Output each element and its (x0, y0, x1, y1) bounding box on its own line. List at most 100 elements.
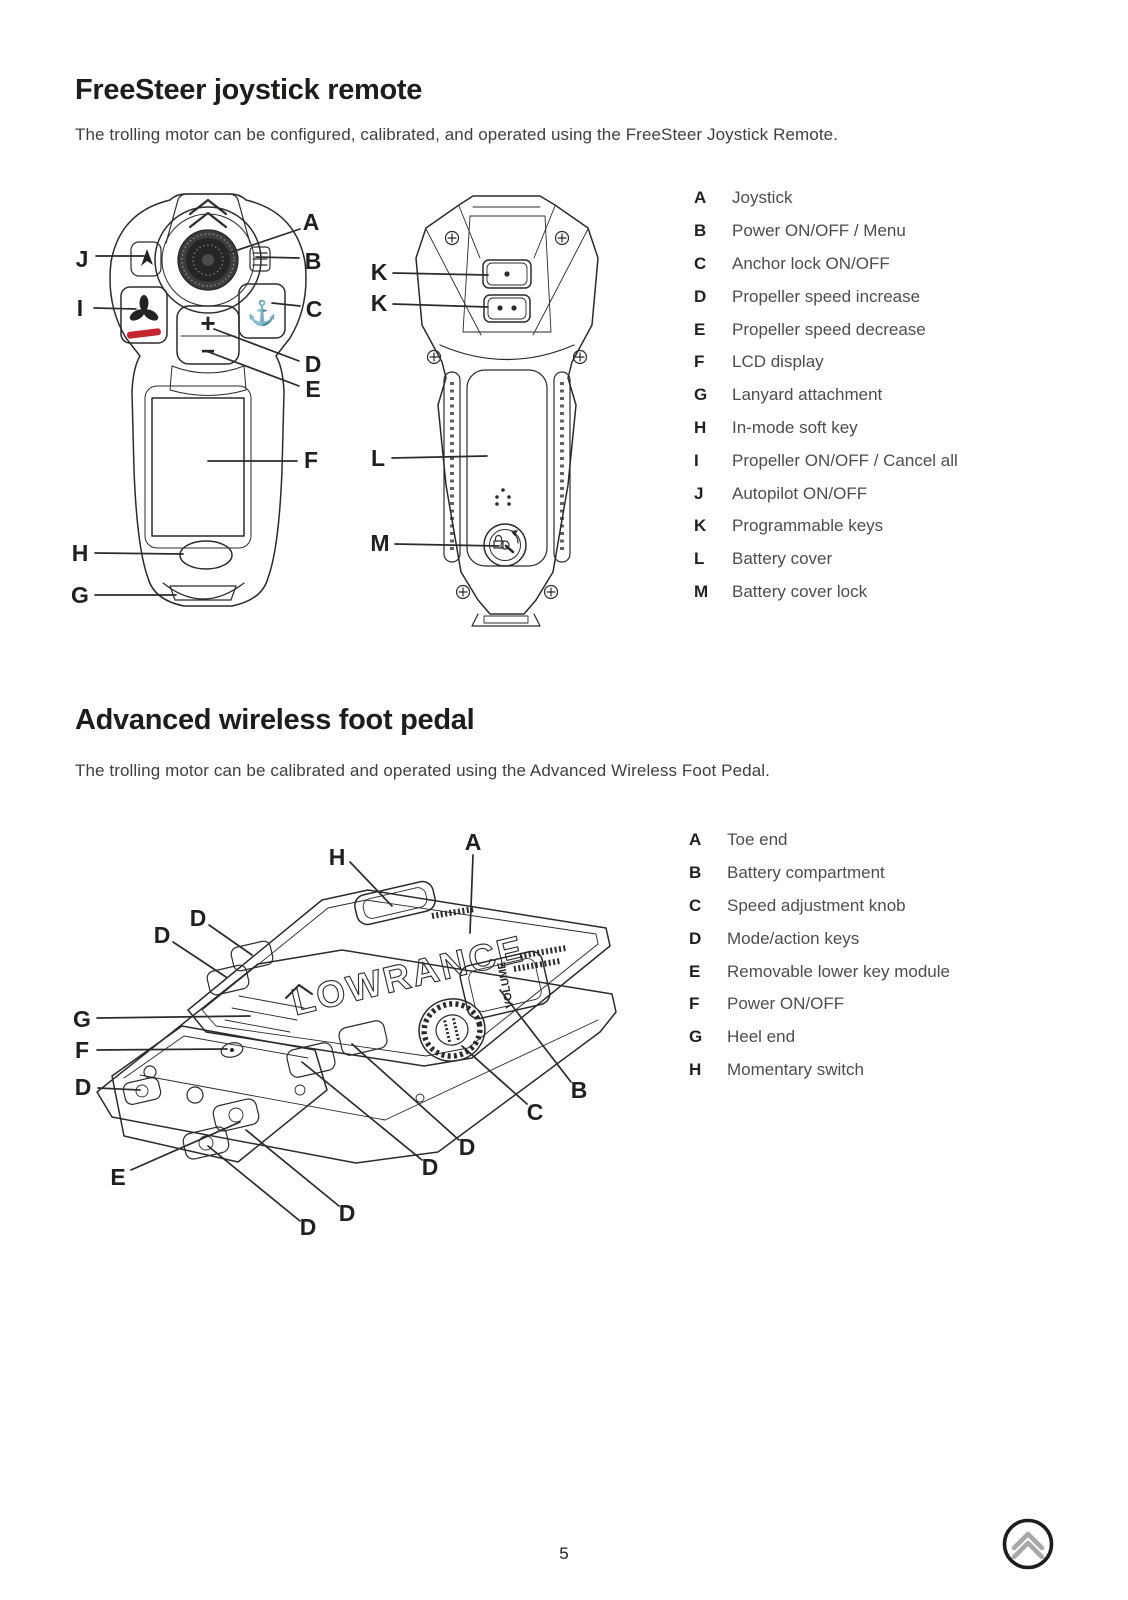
side-grips (443, 371, 571, 563)
lanyard-attachment (162, 582, 245, 601)
callout-letter: K (371, 290, 388, 316)
grip-dots (495, 488, 511, 506)
cursor-arrow-icon (141, 249, 153, 266)
pedal-callout-letters: H A D D G F D B C D D E D D (73, 829, 587, 1240)
callout-letter: F (75, 1037, 89, 1063)
autopilot-button (130, 241, 162, 277)
screws (426, 230, 588, 600)
callout-letter: H (329, 844, 346, 870)
back-leader-lines (391, 272, 500, 547)
callout-letter: D (305, 351, 322, 377)
callout-letter: H (72, 540, 89, 566)
callout-letter: D (422, 1154, 439, 1180)
callout-letter: D (190, 905, 207, 931)
lowrance-wordmark: LOWRANCE (288, 928, 529, 1023)
foot-pedal-diagram: LOWRANCE VOLUME (73, 829, 617, 1240)
power-button (220, 1042, 244, 1058)
soft-key (179, 540, 233, 570)
bottom-foot (471, 613, 541, 627)
callout-letter: K (371, 259, 388, 285)
callout-letter: D (75, 1074, 92, 1100)
propeller-icon (129, 295, 159, 321)
callout-letter: D (300, 1214, 317, 1240)
callout-letter: B (571, 1077, 588, 1103)
lower-key-module (111, 1025, 328, 1163)
front-leader-lines (93, 228, 301, 596)
callout-letter: D (459, 1134, 476, 1160)
remote-front-view: ⚓ + − (71, 193, 322, 608)
propeller-button (120, 286, 168, 344)
pedal-base (96, 949, 617, 1164)
front-callout-letters: A J B I C D E F H G (71, 209, 322, 608)
callout-letter: A (465, 829, 482, 855)
callout-letter: L (371, 445, 385, 471)
callout-letter: J (76, 246, 89, 272)
module-key (212, 1098, 260, 1132)
remote-back-view: K K L M (370, 195, 599, 627)
callout-letter: A (303, 209, 320, 235)
pedal-leader-lines (96, 854, 572, 1222)
callout-letter: F (304, 447, 318, 473)
red-accent-bar (126, 328, 161, 339)
callout-letter: G (73, 1006, 91, 1032)
back-callout-letters: K K L M (370, 259, 389, 556)
anchor-button: ⚓ (238, 283, 286, 339)
heel-grip-lines (224, 995, 305, 1033)
section-body-footpedal: The trolling motor can be calibrated and… (75, 761, 770, 780)
back-facets (425, 205, 589, 361)
callout-letter: M (370, 530, 389, 556)
callout-letter: C (527, 1099, 544, 1125)
chevron-hood (165, 193, 251, 244)
callout-letter: B (305, 248, 322, 274)
callout-letter: E (110, 1164, 125, 1190)
knurl-strips (431, 906, 567, 972)
page-number: 5 (559, 1544, 569, 1563)
speed-adjustment-knob (418, 998, 486, 1062)
lcd-display (144, 385, 252, 549)
callout-letter: C (306, 296, 323, 322)
callout-letter: G (71, 582, 89, 608)
section-heading-freesteer: FreeSteer joystick remote (75, 74, 423, 106)
mode-action-keys (122, 940, 388, 1105)
callout-letter: I (77, 295, 83, 321)
battery-cover (466, 369, 548, 567)
joystick (154, 206, 262, 314)
lowrance-logo-icon (1002, 1518, 1054, 1570)
callout-letter: E (305, 376, 320, 402)
remote-diagram: ⚓ + − (71, 193, 599, 627)
chevron-arrow-icon (285, 984, 313, 999)
section-body-freesteer: The trolling motor can be configured, ca… (75, 125, 839, 144)
power-menu-key (249, 246, 271, 272)
speed-keys: + − (169, 305, 247, 396)
module-key (182, 1126, 230, 1160)
callout-letter: D (154, 922, 171, 948)
programmable-key-1 (482, 259, 532, 289)
momentary-switch (354, 880, 436, 926)
section-heading-footpedal: Advanced wireless foot pedal (75, 704, 475, 736)
programmable-key-2 (483, 294, 531, 323)
